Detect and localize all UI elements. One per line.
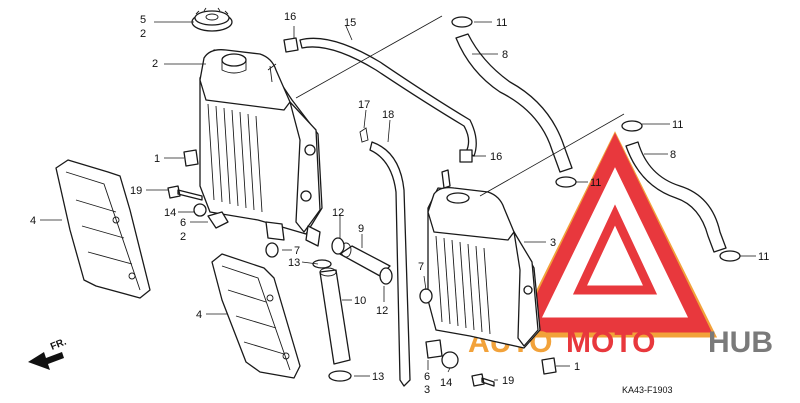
callout-8-top: 8 bbox=[502, 49, 508, 61]
clamp-11-top bbox=[451, 16, 473, 28]
upper-hose-a bbox=[455, 33, 573, 173]
callout-19-left: 19 bbox=[130, 185, 142, 197]
callout-7-left: 7 bbox=[294, 245, 300, 257]
callout-11-mid: 11 bbox=[590, 177, 601, 189]
callout-3-radiator: 3 bbox=[550, 237, 556, 249]
callout-5: 5 bbox=[140, 14, 146, 26]
watermark-triangle-core bbox=[572, 204, 658, 295]
callout-4-upper: 4 bbox=[30, 215, 36, 227]
washer-14-left bbox=[193, 203, 207, 217]
radiator-cap bbox=[191, 7, 233, 32]
callout-1-left: 1 bbox=[154, 153, 160, 165]
right-radiator bbox=[427, 169, 541, 349]
clamp-13-low bbox=[328, 370, 352, 382]
callout-3-lower: 3 bbox=[424, 384, 430, 396]
callout-12-left: 12 bbox=[332, 207, 344, 219]
grommet-6-left bbox=[207, 211, 229, 229]
callout-16-mid: 16 bbox=[490, 151, 502, 163]
callout-17: 17 bbox=[358, 99, 370, 111]
arrow-left-icon bbox=[28, 352, 64, 370]
grommet-6-right bbox=[425, 339, 443, 359]
clamp-12-right bbox=[379, 267, 393, 285]
upper-hose-b bbox=[625, 141, 727, 253]
callout-14-right: 14 bbox=[440, 377, 452, 389]
callout-14-left: 14 bbox=[164, 207, 176, 219]
right-radiator-fins bbox=[435, 235, 491, 335]
watermark-triangle-inner bbox=[518, 132, 712, 333]
callout-numbers: 5 2 2 1 19 14 6 2 4 4 7 13 16 15 11 8 16… bbox=[30, 11, 769, 396]
clamp-12-left bbox=[331, 237, 345, 255]
callout-6-left: 6 bbox=[180, 217, 186, 229]
left-upper-shroud bbox=[55, 159, 151, 299]
hose-clamps bbox=[312, 16, 741, 382]
washer-14-right bbox=[441, 351, 459, 369]
callout-8-right: 8 bbox=[670, 149, 676, 161]
nut-1-right bbox=[541, 357, 557, 375]
collar-7-right bbox=[419, 288, 433, 304]
watermark-text-hub: HUB bbox=[708, 326, 773, 359]
left-lower-shroud bbox=[211, 253, 301, 379]
callout-9: 9 bbox=[358, 223, 364, 235]
callout-16-top: 16 bbox=[284, 11, 296, 23]
callout-1-right: 1 bbox=[574, 361, 580, 373]
callout-7-right: 7 bbox=[418, 261, 424, 273]
left-radiator-fins bbox=[207, 103, 263, 213]
callout-10: 10 bbox=[354, 295, 366, 307]
left-radiator bbox=[199, 49, 323, 247]
bolt-19-left bbox=[167, 185, 203, 201]
siphon-tube-18 bbox=[369, 141, 411, 387]
clip-16-mid bbox=[459, 149, 473, 163]
callout-4-lower: 4 bbox=[196, 309, 202, 321]
clamp-13-mid bbox=[312, 259, 332, 269]
callout-18: 18 bbox=[382, 109, 394, 121]
small-hardware bbox=[167, 37, 557, 387]
watermark-text-moto: MOTO bbox=[566, 326, 655, 359]
callout-13-low: 13 bbox=[372, 371, 384, 383]
callout-2-left-lower: 2 bbox=[180, 231, 186, 243]
front-label: FR. bbox=[49, 336, 68, 352]
callout-12-right: 12 bbox=[376, 305, 388, 317]
collar-7-left bbox=[265, 242, 279, 258]
callout-15: 15 bbox=[344, 17, 356, 29]
bolt-19-right bbox=[471, 373, 495, 387]
callout-11-right-top: 11 bbox=[672, 119, 683, 131]
callout-2-left-radiator: 2 bbox=[152, 58, 158, 70]
callout-11-top: 11 bbox=[496, 17, 507, 29]
clamp-11-right-top bbox=[621, 120, 643, 132]
clip-17 bbox=[359, 127, 369, 143]
callout-19-right: 19 bbox=[502, 375, 514, 387]
clamp-11-right-low bbox=[719, 250, 741, 262]
clamp-11-mid bbox=[555, 176, 577, 188]
callout-6-right: 6 bbox=[424, 371, 430, 383]
clip-16-top bbox=[283, 37, 299, 53]
callout-11-right-low: 11 bbox=[758, 251, 769, 263]
callout-13-mid: 13 bbox=[288, 257, 300, 269]
callout-2-cap: 2 bbox=[140, 28, 146, 40]
leader-lines bbox=[40, 15, 756, 381]
lower-hose-10 bbox=[319, 267, 351, 365]
front-direction-arrow: FR. bbox=[28, 336, 68, 370]
nut-1-left bbox=[183, 149, 199, 167]
diagram-code: KA43-F1903 bbox=[622, 385, 673, 395]
watermark-triangle-icon bbox=[512, 131, 718, 338]
